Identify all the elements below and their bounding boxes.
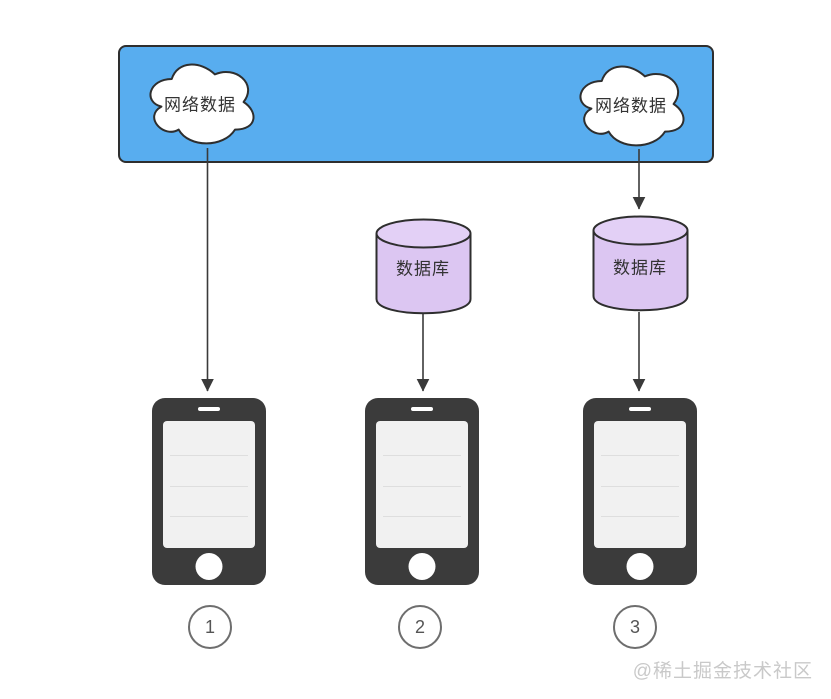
phone-2 — [365, 398, 479, 585]
cloud-icon — [579, 65, 685, 147]
database-cylinder-icon — [375, 218, 472, 315]
phone-3 — [583, 398, 697, 585]
cloud-label: 网络数据 — [595, 96, 667, 116]
phone-speaker — [629, 407, 651, 411]
step-number: 1 — [204, 616, 215, 637]
cloud-label: 网络数据 — [164, 95, 236, 115]
screen-line — [170, 516, 248, 518]
phone-home-button — [195, 553, 223, 580]
step-number: 2 — [414, 616, 425, 637]
screen-line — [170, 485, 248, 487]
screen-line — [170, 455, 248, 457]
screen-line — [383, 485, 461, 487]
phone-1 — [152, 398, 266, 585]
screen-line — [601, 455, 679, 457]
phone-screen — [163, 421, 255, 548]
screen-line — [383, 455, 461, 457]
database-label: 数据库 — [613, 258, 667, 278]
step-circle-3: 3 — [613, 605, 657, 649]
phone-speaker — [411, 407, 433, 411]
cloud-icon — [149, 63, 255, 145]
watermark: @稀土掘金技术社区 — [632, 661, 813, 682]
phone-screen — [376, 421, 468, 548]
step-circle-1: 1 — [188, 605, 232, 649]
database-cylinder-icon — [592, 215, 689, 312]
step-number: 3 — [629, 616, 640, 637]
database-label: 数据库 — [396, 259, 450, 279]
phone-home-button — [626, 553, 654, 580]
screen-line — [601, 516, 679, 518]
phone-home-button — [408, 553, 436, 580]
screen-line — [383, 516, 461, 518]
phone-screen — [594, 421, 686, 548]
step-circle-2: 2 — [398, 605, 442, 649]
screen-line — [601, 485, 679, 487]
phone-speaker — [198, 407, 220, 411]
